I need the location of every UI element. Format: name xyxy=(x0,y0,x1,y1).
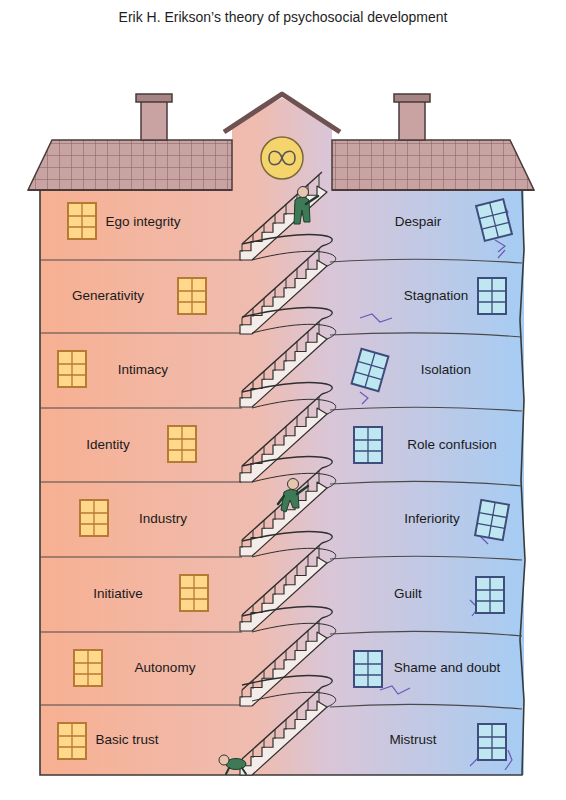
positive-outcome: Autonomy xyxy=(135,660,196,676)
negative-outcome: Stagnation xyxy=(404,288,469,304)
negative-outcome: Shame and doubt xyxy=(394,660,501,676)
baby-figure xyxy=(219,755,246,774)
negative-outcome: Mistrust xyxy=(389,732,436,748)
negative-outcome: Despair xyxy=(395,214,442,230)
floor-band: Industry Inferiority xyxy=(0,482,566,557)
diagram-title: Erik H. Erikson’s theory of psychosocial… xyxy=(0,9,566,25)
negative-outcome: Role confusion xyxy=(407,437,496,453)
floor-band: Identity Role confusion xyxy=(0,408,566,482)
floor-band: Intimacy Isolation xyxy=(0,333,566,408)
positive-outcome: Ego integrity xyxy=(105,214,180,230)
roof xyxy=(28,140,232,190)
old-person-figure xyxy=(294,187,318,225)
floor-band: Generativity Stagnation xyxy=(0,260,566,333)
positive-outcome: Intimacy xyxy=(118,362,168,378)
negative-outcome: Guilt xyxy=(394,586,422,602)
floor-band: Initiative Guilt xyxy=(0,557,566,632)
chimney xyxy=(141,100,167,140)
floor-band: Autonomy Shame and doubt xyxy=(0,632,566,705)
positive-outcome: Identity xyxy=(86,437,130,453)
positive-outcome: Basic trust xyxy=(95,732,158,748)
staircase xyxy=(240,172,336,775)
floor-band: Basic trust Mistrust xyxy=(0,705,566,775)
negative-outcome: Isolation xyxy=(421,362,471,378)
negative-outcome: Inferiority xyxy=(404,511,460,527)
infinity-symbol xyxy=(261,137,303,179)
positive-outcome: Initiative xyxy=(93,586,143,602)
positive-outcome: Industry xyxy=(139,511,187,527)
positive-outcome: Generativity xyxy=(72,288,144,304)
floor-band: Ego integrity Despair xyxy=(0,185,566,260)
child-figure xyxy=(278,479,308,513)
wall xyxy=(40,185,524,775)
